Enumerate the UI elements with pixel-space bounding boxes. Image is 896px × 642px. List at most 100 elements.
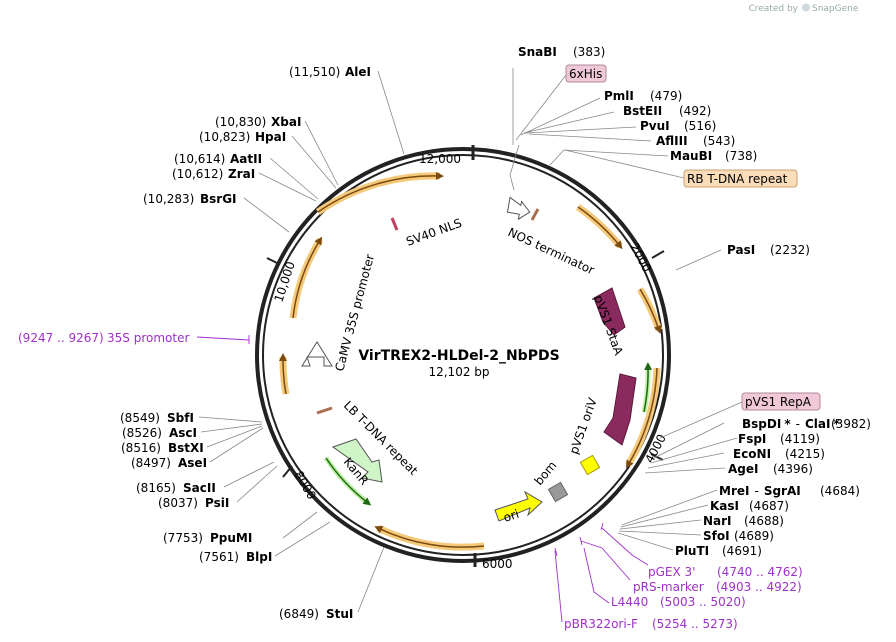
site-xbai: XbaI <box>271 115 301 129</box>
sv40-nls-mark <box>390 217 399 231</box>
site-pvui: PvuI <box>640 119 670 133</box>
site-labels-left: (11,510) AleI (10,830) XbaI (10,823) Hpa… <box>120 65 371 621</box>
site-pluti: PluTI <box>675 544 709 558</box>
site-econi: EcoNI <box>733 447 771 461</box>
site-bsteii-pos: (492) <box>679 104 711 118</box>
boxed-labels: 6xHis RB T-DNA repeat pVS1 RepA <box>565 64 821 411</box>
site-kasi: KasI <box>710 499 739 513</box>
credit-brand: SnapGene <box>812 4 859 14</box>
inner-features <box>301 196 637 522</box>
label-rb-tdna: RB T-DNA repeat <box>687 172 788 186</box>
site-afliii: AflIII <box>656 134 688 148</box>
site-asci: AscI <box>169 426 197 440</box>
label-pvs1-repa: pVS1 RepA <box>745 395 812 409</box>
site-pasi: PasI <box>727 243 755 257</box>
site-sbfi-pos: (8549) <box>120 411 160 425</box>
primer-pbr322-name: pBR322ori-F <box>564 617 638 631</box>
site-bspdi-pos: (3982) <box>831 417 871 431</box>
tick-label-6000: 6000 <box>482 557 513 571</box>
site-agei-pos: (4396) <box>773 462 813 476</box>
site-fspi-pos: (4119) <box>780 432 820 446</box>
site-mrei-pos: (4684) <box>820 484 860 498</box>
site-bstxi-pos: (8516) <box>121 441 161 455</box>
camv35s-arrow <box>301 341 333 367</box>
site-asei-pos: (8497) <box>131 456 171 470</box>
site-blpi: BlpI <box>246 550 272 564</box>
site-alei-pos: (11,510) <box>289 65 340 79</box>
site-fspi: FspI <box>738 432 766 446</box>
site-zrai-pos: (10,612) <box>172 167 223 181</box>
site-maubi: MauBI <box>670 149 712 163</box>
feature-arcs <box>278 171 663 551</box>
site-pvui-pos: (516) <box>684 119 716 133</box>
site-asei: AseI <box>178 456 207 470</box>
site-nari-pos: (4688) <box>744 514 784 528</box>
snapgene-logo-icon <box>802 3 810 12</box>
site-afliii-pos: (543) <box>703 134 735 148</box>
bom-box <box>547 481 569 503</box>
site-bspdi: BspDI*-ClaI* <box>742 417 840 431</box>
label-pvs1-oriv: pVS1 oriV <box>567 395 601 456</box>
label-bom: bom <box>532 459 560 488</box>
site-mrei: MreI-SgrAI <box>719 484 801 498</box>
credit-prefix: Created by <box>748 4 798 14</box>
site-bsteii: BstEII <box>623 104 662 118</box>
site-sacii-pos: (8165) <box>136 481 176 495</box>
primer-prs-name: pRS-marker <box>633 580 704 594</box>
site-pasi-pos: (2232) <box>770 243 810 257</box>
primer-prs-pos: (4903 .. 4922) <box>716 580 802 594</box>
primer-l4440-pos: (5003 .. 5020) <box>660 595 746 609</box>
site-snabi-pos: (383) <box>573 45 605 59</box>
site-xbai-pos: (10,830) <box>215 115 266 129</box>
primer-pbr322-pos: (5254 .. 5273) <box>652 617 738 631</box>
rb-tdna-mark <box>530 208 540 221</box>
pvs1-oriv-arrow <box>603 373 637 446</box>
tick-label-12000: 12,000 <box>419 152 461 166</box>
site-sfoi: SfoI <box>703 529 730 543</box>
site-mrei-sep: - <box>754 484 758 498</box>
site-stui-pos: (6849) <box>279 607 319 621</box>
site-ppumi-pos: (7753) <box>163 531 203 545</box>
site-stui: StuI <box>326 607 353 621</box>
site-bstxi: BstXI <box>168 441 204 455</box>
site-sgrai-name: SgrAI <box>764 484 801 498</box>
site-zrai: ZraI <box>228 167 255 181</box>
primer-lines <box>196 335 649 623</box>
pvs1-staa-arrow <box>593 287 626 336</box>
backbone <box>255 147 671 563</box>
site-maubi-pos: (738) <box>725 149 757 163</box>
site-psii: PsiI <box>205 496 229 510</box>
site-sacii: SacII <box>183 481 216 495</box>
leader-lines-left <box>198 70 405 613</box>
site-blpi-pos: (7561) <box>199 550 239 564</box>
label-ori: ori <box>502 507 521 525</box>
site-agei: AgeI <box>728 462 758 476</box>
snapgene-credit: Created by SnapGene <box>748 3 859 14</box>
primer-l4440-name: L4440 <box>611 595 648 609</box>
pvs1-repa-box <box>741 392 821 411</box>
site-kasi-pos: (4687) <box>749 499 789 513</box>
site-aatii: AatII <box>230 152 262 166</box>
site-bspdi-name: BspDI <box>742 417 781 431</box>
plasmid-name: VirTREX2-HLDel-2_NbPDS <box>358 348 559 364</box>
site-nari: NarI <box>703 514 732 528</box>
primer-pgex-name: pGEX 3' <box>648 565 695 579</box>
plasmid-size: 12,102 bp <box>428 365 489 379</box>
lb-tdna-mark <box>316 406 333 415</box>
label-his6: 6xHis <box>569 67 602 81</box>
site-pmli: PmlI <box>604 89 634 103</box>
site-econi-pos: (4215) <box>785 447 825 461</box>
site-hpai: HpaI <box>255 130 286 144</box>
site-bspdi-sep: - <box>796 417 800 431</box>
site-clai-name: ClaI <box>805 417 830 431</box>
primer-labels: (9247 .. 9267) 35S promoter pGEX 3' (474… <box>18 331 803 631</box>
tick-label-8000: 8000 <box>291 469 318 502</box>
site-bspdi-star: * <box>784 417 791 431</box>
label-nos-terminator: NOS terminator <box>506 225 597 277</box>
site-asci-pos: (8526) <box>122 426 162 440</box>
kanr-arrow <box>331 438 383 483</box>
site-alei: AleI <box>345 65 371 79</box>
his6-box <box>565 64 607 83</box>
primer-35s-pos: (9247 .. 9267) <box>18 331 104 345</box>
